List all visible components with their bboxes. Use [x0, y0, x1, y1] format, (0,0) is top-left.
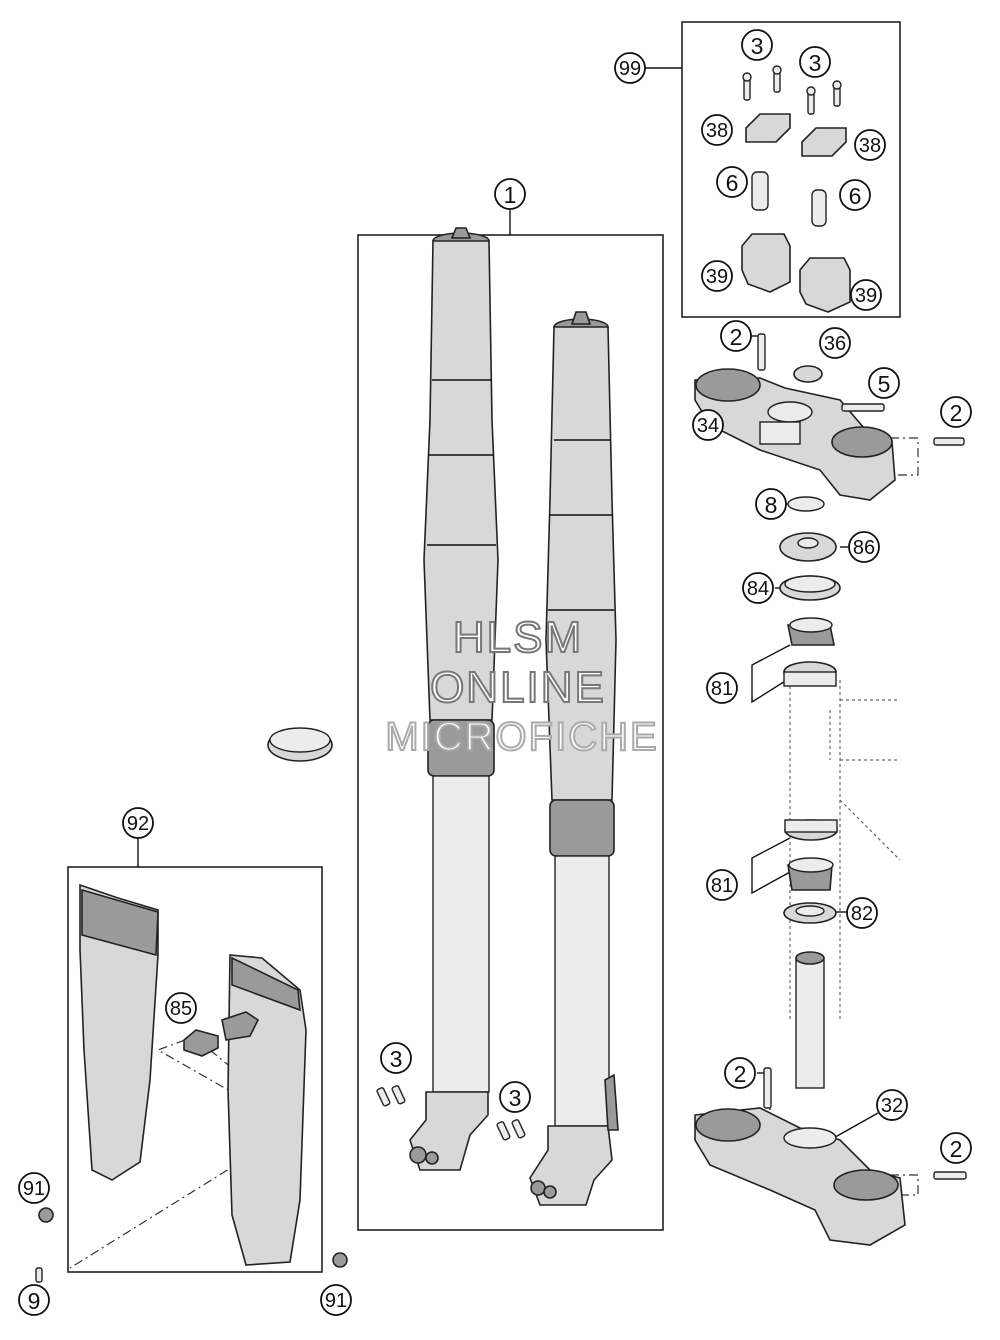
svg-text:9: 9 — [28, 1288, 41, 1314]
svg-text:38: 38 — [706, 120, 728, 142]
callout-2c: 2 — [724, 1057, 756, 1089]
assembly-lines — [69, 437, 919, 1269]
callout-2b: 2 — [940, 396, 972, 428]
callout-1: 1 — [494, 178, 526, 210]
lower-triple-clamp — [694, 951, 967, 1246]
svg-text:82: 82 — [851, 903, 873, 925]
svg-text:3: 3 — [751, 33, 764, 59]
watermark: HLSM ONLINE MICROFICHE — [384, 612, 658, 760]
frame-guard-92 — [67, 866, 323, 1273]
svg-text:81: 81 — [711, 875, 733, 897]
svg-text:HLSM: HLSM — [453, 613, 583, 662]
svg-text:81: 81 — [711, 678, 733, 700]
callout-5: 5 — [868, 367, 900, 399]
svg-text:91: 91 — [23, 1178, 45, 1200]
svg-text:1: 1 — [504, 182, 517, 208]
callout-6a: 6 — [716, 166, 748, 198]
callout-38a: 38 — [701, 114, 733, 146]
callout-32: 32 — [876, 1089, 908, 1121]
callout-84: 84 — [742, 572, 774, 604]
frame-outline-dotted — [789, 680, 901, 1020]
svg-text:2: 2 — [950, 1136, 963, 1162]
callout-3b: 3 — [799, 46, 831, 78]
fork-guard-ring — [267, 727, 333, 762]
fork-guards — [35, 883, 348, 1283]
svg-text:MICROFICHE: MICROFICHE — [385, 715, 658, 759]
callout-85: 85 — [165, 992, 197, 1024]
svg-text:85: 85 — [170, 998, 192, 1020]
callout-82: 82 — [846, 897, 878, 929]
svg-text:ONLINE: ONLINE — [430, 663, 606, 712]
fork-leg-right — [529, 311, 619, 1206]
svg-text:8: 8 — [765, 492, 778, 518]
svg-text:39: 39 — [706, 266, 728, 288]
svg-text:39: 39 — [855, 285, 877, 307]
svg-text:6: 6 — [849, 183, 862, 209]
upper-triple-clamp — [694, 368, 896, 501]
svg-text:86: 86 — [853, 537, 875, 559]
callout-2a: 2 — [720, 320, 752, 352]
svg-text:3: 3 — [390, 1046, 403, 1072]
svg-text:2: 2 — [734, 1061, 747, 1087]
upper-clamp-bolts — [757, 333, 965, 446]
callout-39b: 39 — [850, 279, 882, 311]
callout-86: 86 — [848, 531, 880, 563]
svg-text:84: 84 — [747, 578, 769, 600]
svg-text:99: 99 — [619, 58, 641, 80]
handlebar-clamp-kit — [741, 65, 851, 313]
callout-8: 8 — [755, 488, 787, 520]
callout-81b: 81 — [706, 869, 738, 901]
svg-text:34: 34 — [697, 415, 719, 437]
callout-3c: 3 — [380, 1042, 412, 1074]
callouts: 1 99 3 3 38 38 6 6 39 39 2 36 5 2 34 8 8… — [18, 29, 972, 1316]
callout-81a: 81 — [706, 672, 738, 704]
svg-text:2: 2 — [730, 324, 743, 350]
callout-6b: 6 — [839, 179, 871, 211]
callout-3a: 3 — [741, 29, 773, 61]
callout-9: 9 — [18, 1284, 50, 1316]
svg-text:3: 3 — [509, 1085, 522, 1111]
svg-text:3: 3 — [809, 50, 822, 76]
axle-bolts — [376, 1085, 526, 1141]
callout-91b: 91 — [320, 1284, 352, 1316]
callout-99: 99 — [614, 52, 646, 84]
svg-text:32: 32 — [881, 1095, 903, 1117]
svg-text:92: 92 — [127, 813, 149, 835]
svg-text:91: 91 — [325, 1290, 347, 1312]
callout-36: 36 — [819, 327, 851, 359]
svg-text:5: 5 — [878, 371, 891, 397]
fork-leg-left — [409, 227, 499, 1171]
callout-38b: 38 — [854, 129, 886, 161]
bearing-stack — [779, 496, 841, 924]
callout-39a: 39 — [701, 260, 733, 292]
frame-kit-99 — [681, 21, 901, 318]
callout-2d: 2 — [940, 1132, 972, 1164]
svg-text:2: 2 — [950, 400, 963, 426]
callout-91a: 91 — [18, 1172, 50, 1204]
callout-92: 92 — [122, 807, 154, 839]
callout-3d: 3 — [499, 1081, 531, 1113]
callout-34: 34 — [692, 409, 724, 441]
svg-text:38: 38 — [859, 135, 881, 157]
svg-text:6: 6 — [726, 170, 739, 196]
svg-text:36: 36 — [824, 333, 846, 355]
